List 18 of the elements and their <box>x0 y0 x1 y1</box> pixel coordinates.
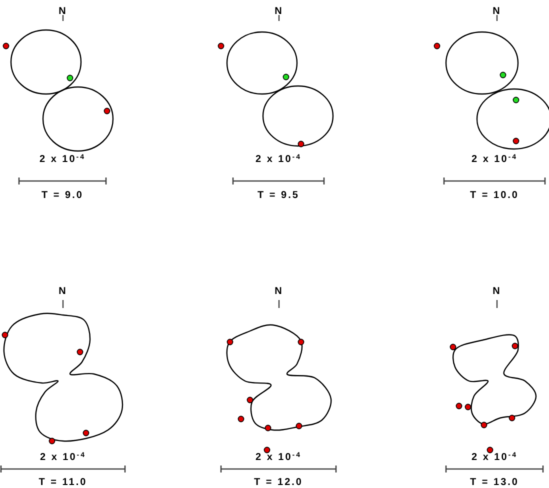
time-label: T = 12.0 <box>254 478 303 488</box>
scale-label: 2 x 10$^{-4}$ <box>255 155 302 165</box>
north-label: N <box>274 287 284 297</box>
time-label: T = 10.0 <box>470 191 519 201</box>
scale-label: 2 x 10$^{-4}$ <box>471 453 518 463</box>
north-label: N <box>492 287 502 297</box>
time-label: T = 11.0 <box>38 478 88 488</box>
time-label: T = 9.0 <box>42 191 84 201</box>
north-label: N <box>58 287 68 297</box>
north-label: N <box>492 7 502 17</box>
scale-label: 2 x 10$^{-4}$ <box>39 155 86 165</box>
north-label: N <box>274 7 284 17</box>
scale-label: 2 x 10$^{-4}$ <box>40 453 86 463</box>
scale-label: 2 x 10$^{-4}$ <box>255 453 302 463</box>
time-label: T = 9.5 <box>258 191 300 201</box>
scale-label: 2 x 10$^{-4}$ <box>471 155 518 165</box>
north-label: N <box>58 7 68 17</box>
time-label: T = 13.0 <box>470 478 519 488</box>
